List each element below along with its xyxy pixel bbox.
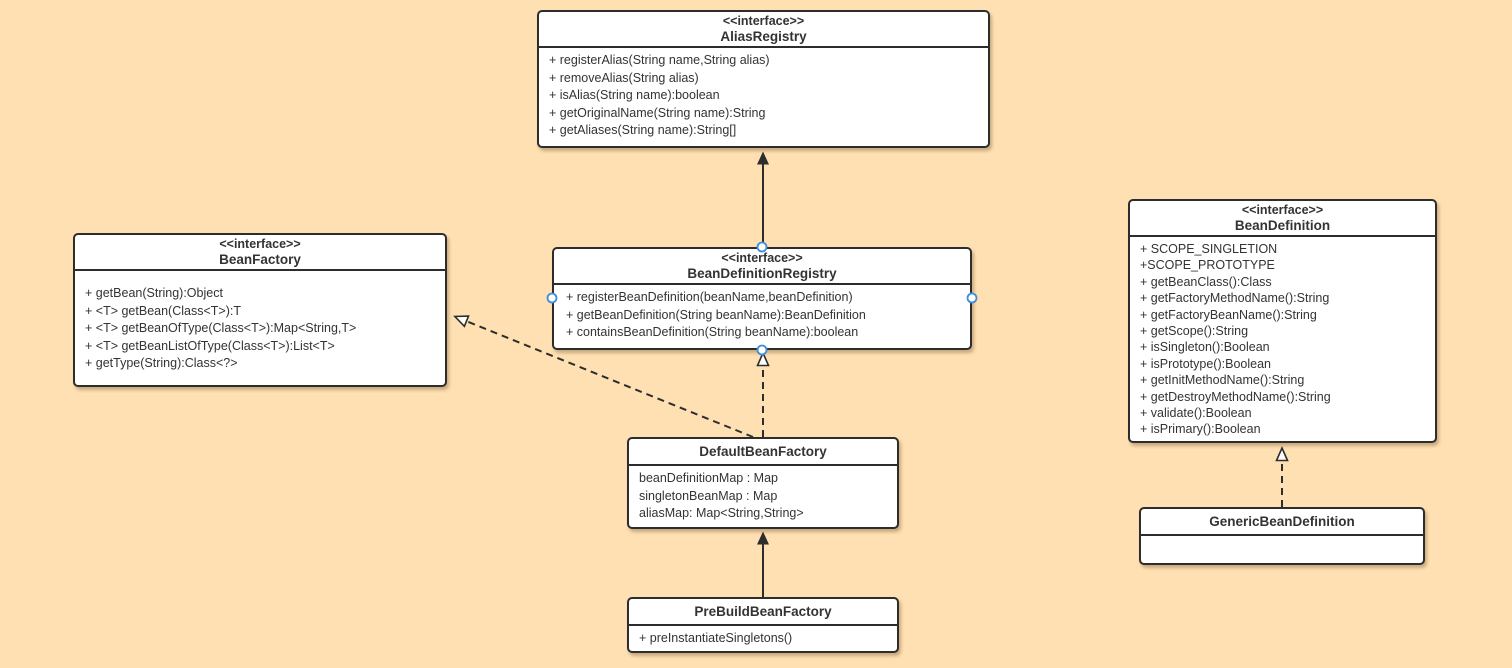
member-line: + getBean(String):Object <box>85 286 223 300</box>
member-line: + isPrimary():Boolean <box>1140 422 1261 437</box>
members-section: + registerBeanDefinition(beanName,beanDe… <box>554 285 970 348</box>
class-header: <<interface>> BeanDefinition <box>1130 201 1435 237</box>
class-defaultbeanfactory[interactable]: DefaultBeanFactory beanDefinitionMap : M… <box>627 437 899 529</box>
class-name: AliasRegistry <box>720 29 807 44</box>
member-line: + containsBeanDefinition(String beanName… <box>566 325 859 339</box>
class-name: DefaultBeanFactory <box>629 439 897 466</box>
member-line: + getDestroyMethodName():String <box>1140 389 1331 404</box>
members-section: + getBean(String):Object + <T> getBean(C… <box>75 271 445 385</box>
members-section: + registerAlias(String name,String alias… <box>539 48 988 146</box>
member-line: + <T> getBean(Class<T>):T <box>85 303 241 318</box>
members-section: + SCOPE_SINGLETION +SCOPE_PROTOTYPE + ge… <box>1130 237 1435 441</box>
member-line: + preInstantiateSingletons() <box>639 631 793 645</box>
class-name: BeanFactory <box>219 252 301 267</box>
class-name: PreBuildBeanFactory <box>629 599 897 626</box>
member-line: + <T> getBeanListOfType(Class<T>):List<T… <box>85 338 335 353</box>
member-line: + getBeanClass():Class <box>1140 274 1272 289</box>
class-beanfactory[interactable]: <<interface>> BeanFactory + getBean(Stri… <box>73 233 447 387</box>
member-line: + getAliases(String name):String[] <box>549 123 737 137</box>
class-aliasregistry[interactable]: <<interface>> AliasRegistry + registerAl… <box>537 10 990 148</box>
class-prebuildbeanfactory[interactable]: PreBuildBeanFactory + preInstantiateSing… <box>627 597 899 653</box>
member-line: + getFactoryBeanName():String <box>1140 307 1317 322</box>
stereotype-label: <<interface>> <box>721 251 803 265</box>
member-line: + registerBeanDefinition(beanName,beanDe… <box>566 290 853 304</box>
member-line: + removeAlias(String alias) <box>549 70 699 85</box>
stereotype-label: <<interface>> <box>219 237 301 251</box>
class-beandefinition[interactable]: <<interface>> BeanDefinition + SCOPE_SIN… <box>1128 199 1437 443</box>
member-line: aliasMap: Map<String,String> <box>639 506 804 520</box>
member-line: + validate():Boolean <box>1140 406 1252 421</box>
class-header: <<interface>> BeanDefinitionRegistry <box>554 249 970 285</box>
member-line: + isPrototype():Boolean <box>1140 356 1271 371</box>
member-line: singletonBeanMap : Map <box>639 488 778 503</box>
member-line: + getBeanDefinition(String beanName):Bea… <box>566 307 866 322</box>
member-line: + getInitMethodName():String <box>1140 373 1305 388</box>
member-line: + registerAlias(String name,String alias… <box>549 53 770 67</box>
class-header: <<interface>> BeanFactory <box>75 235 445 271</box>
class-beandefinitionregistry[interactable]: <<interface>> BeanDefinitionRegistry + r… <box>552 247 972 350</box>
member-line: +SCOPE_PROTOTYPE <box>1140 258 1275 273</box>
class-genericbeandefinition[interactable]: GenericBeanDefinition <box>1139 507 1425 565</box>
member-line: + <T> getBeanOfType(Class<T>):Map<String… <box>85 321 357 335</box>
class-header: <<interface>> AliasRegistry <box>539 12 988 48</box>
members-section: beanDefinitionMap : Map singletonBeanMap… <box>629 466 897 527</box>
members-section-empty <box>1141 536 1423 563</box>
member-line: + getOriginalName(String name):String <box>549 105 766 120</box>
member-line: + isAlias(String name):boolean <box>549 88 720 102</box>
member-line: + getScope():String <box>1140 324 1249 339</box>
member-line: + SCOPE_SINGLETION <box>1140 242 1278 256</box>
stereotype-label: <<interface>> <box>1241 203 1324 217</box>
class-name: GenericBeanDefinition <box>1141 509 1423 536</box>
member-line: + getType(String):Class<?> <box>85 356 238 370</box>
class-name: BeanDefinition <box>1234 218 1331 233</box>
member-line: + getFactoryMethodName():String <box>1140 291 1330 306</box>
members-section: + preInstantiateSingletons() <box>629 626 897 651</box>
class-name: BeanDefinitionRegistry <box>687 266 837 281</box>
stereotype-label: <<interface>> <box>722 14 805 28</box>
member-line: + isSingleton():Boolean <box>1140 340 1270 355</box>
member-line: beanDefinitionMap : Map <box>639 471 778 485</box>
